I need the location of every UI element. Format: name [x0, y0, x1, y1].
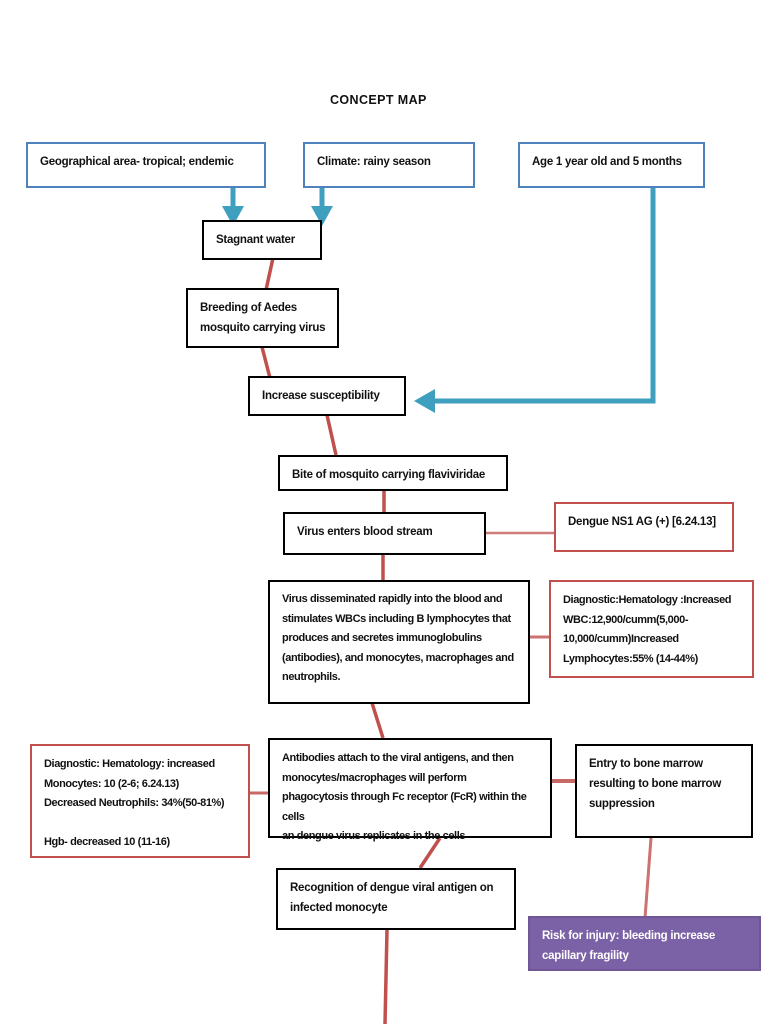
- node-hematology-left-line-3: Decreased Neutrophils: 34%(50-81%): [44, 797, 225, 810]
- node-breeding-line-1: Breeding of Aedes: [200, 302, 297, 314]
- node-breeding-line-2: mosquito carrying virus: [200, 321, 326, 334]
- node-antibodies-line-1: Antibodies attach to the viral antigens,…: [282, 752, 514, 764]
- connector-bone-marrow-to-risk: [643, 837, 653, 919]
- node-hematology-left-line-2: Monocytes: 10 (2-6; 6.24.13): [44, 777, 179, 790]
- node-virus-disseminated-line-3: produces and secretes immunoglobulins: [282, 632, 482, 645]
- node-hematology-left-line-1: Diagnostic: Hematology: increased: [44, 758, 215, 770]
- node-hematology-right[interactable]: Diagnostic:Hematology :Increased WBC:12,…: [549, 580, 754, 678]
- node-stagnant-water-label: Stagnant water: [216, 234, 295, 246]
- node-stagnant-water[interactable]: Stagnant water: [202, 220, 322, 260]
- connector-susceptibility-to-bite: [325, 414, 338, 456]
- node-antibodies-attach[interactable]: Antibodies attach to the viral antigens,…: [268, 738, 552, 842]
- node-virus-disseminated-line-2: stimulates WBCs including B lymphocytes …: [282, 612, 511, 625]
- node-increase-susceptibility[interactable]: Increase susceptibility: [248, 376, 406, 416]
- node-hematology-left[interactable]: Diagnostic: Hematology: increased Monocy…: [30, 744, 250, 858]
- node-breeding-aedes[interactable]: Breeding of Aedes mosquito carrying viru…: [186, 288, 339, 348]
- node-recognition-line-1: Recognition of dengue viral antigen on: [290, 882, 494, 894]
- node-bite-mosquito-label: Bite of mosquito carrying flaviviridae: [292, 469, 486, 481]
- connector-geographical-to-stagnant: [222, 188, 244, 226]
- node-age[interactable]: Age 1 year old and 5 months: [518, 142, 705, 188]
- node-bone-marrow-line-3: suppression: [589, 797, 655, 810]
- node-virus-disseminated[interactable]: Virus disseminated rapidly into the bloo…: [268, 580, 530, 704]
- node-recognition[interactable]: Recognition of dengue viral antigen on i…: [276, 868, 516, 930]
- node-dengue-ns1[interactable]: Dengue NS1 AG (+) [6.24.13]: [554, 502, 734, 552]
- node-virus-disseminated-line-1: Virus disseminated rapidly into the bloo…: [282, 593, 503, 605]
- node-bone-marrow-line-2: resulting to bone marrow: [589, 777, 722, 790]
- node-bite-mosquito[interactable]: Bite of mosquito carrying flaviviridae: [278, 455, 508, 491]
- node-risk-line-1: Risk for injury: bleeding increase: [542, 930, 715, 942]
- node-antibodies-line-2: monocytes/macrophages will perform: [282, 771, 467, 784]
- connector-disseminated-to-antibodies: [370, 702, 385, 739]
- node-hematology-right-line-1: Diagnostic:Hematology :Increased: [563, 594, 732, 606]
- node-geographical-area-label: Geographical area- tropical; endemic: [40, 156, 234, 168]
- connector-antibodies-to-recognition: [418, 837, 442, 869]
- page-title: CONCEPT MAP: [330, 93, 427, 107]
- connector-recognition-to-below: [383, 929, 389, 1024]
- node-bone-marrow-line-1: Entry to bone marrow: [589, 758, 703, 770]
- node-climate[interactable]: Climate: rainy season: [303, 142, 475, 188]
- node-dengue-ns1-label: Dengue NS1 AG (+) [6.24.13]: [568, 516, 716, 528]
- node-virus-disseminated-line-5: neutrophils.: [282, 671, 341, 684]
- connector-climate-to-stagnant: [311, 188, 333, 226]
- node-age-label: Age 1 year old and 5 months: [532, 156, 682, 168]
- node-risk-for-injury[interactable]: Risk for injury: bleeding increase capil…: [528, 916, 761, 971]
- node-recognition-line-2: infected monocyte: [290, 901, 388, 914]
- node-hematology-right-line-4: Lymphocytes:55% (14-44%): [563, 652, 698, 665]
- node-hematology-right-line-3: 10,000/cumm)Increased: [563, 633, 679, 646]
- node-antibodies-line-3: phagocytosis through Fc receptor (FcR) w…: [282, 791, 527, 823]
- node-virus-disseminated-line-4: (antibodies), and monocytes, macrophages…: [282, 651, 514, 664]
- node-virus-enters-blood[interactable]: Virus enters blood stream: [283, 512, 486, 555]
- node-hematology-right-line-2: WBC:12,900/cumm(5,000-: [563, 613, 689, 626]
- connector-breeding-to-susceptibility: [260, 346, 272, 379]
- node-risk-line-2: capillary fragility: [542, 949, 629, 962]
- node-hematology-left-line-5: Hgb- decreased 10 (11-16): [44, 836, 170, 849]
- node-increase-susceptibility-label: Increase susceptibility: [262, 390, 380, 402]
- node-antibodies-line-4: an dengue virus replicates in the cells: [282, 830, 466, 843]
- node-bone-marrow[interactable]: Entry to bone marrow resulting to bone m…: [575, 744, 753, 838]
- connector-age-to-susceptibility: [414, 188, 656, 413]
- connector-stagnant-to-breeding: [264, 257, 275, 291]
- node-virus-enters-label: Virus enters blood stream: [297, 526, 433, 538]
- node-geographical-area[interactable]: Geographical area- tropical; endemic: [26, 142, 266, 188]
- node-climate-label: Climate: rainy season: [317, 156, 431, 168]
